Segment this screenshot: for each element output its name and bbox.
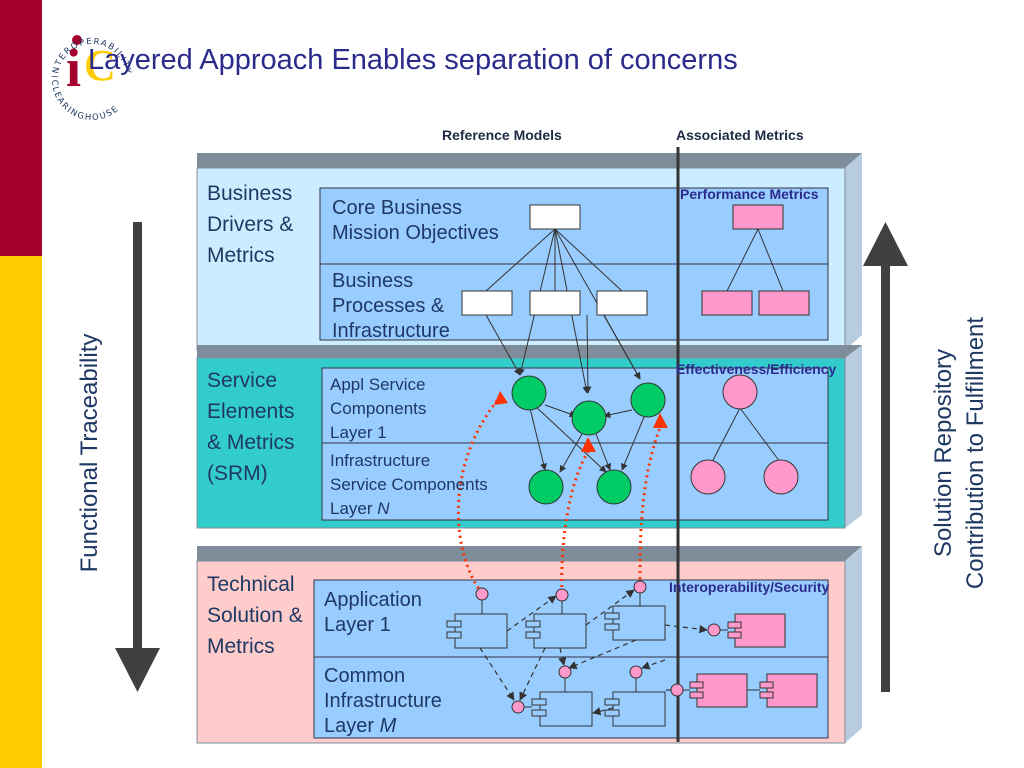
logo-letter-i: i [66, 38, 81, 98]
metric-box [758, 290, 810, 316]
sub-label-common-infra: Common Infrastructure Layer M [324, 665, 442, 737]
column-header-reference-models: Reference Models [442, 127, 562, 143]
metric-box [701, 290, 753, 316]
process-box [596, 290, 648, 316]
sub-label-appl-service: Appl Service Components Layer 1 [330, 375, 427, 442]
sub-label-infra-service: Infrastructure Service Components Layer … [330, 451, 488, 518]
service-tree [529, 404, 645, 473]
service-node [630, 382, 666, 418]
service-node [596, 469, 632, 505]
layer-label-service: Service Elements & Metrics (SRM) [207, 369, 295, 485]
mission-objective-box [529, 204, 581, 230]
side-text-functional-traceability: Functional Traceability [76, 333, 103, 573]
process-box [461, 290, 513, 316]
layer-label-business: Business Drivers & Metrics [207, 182, 294, 267]
efficiency-metrics-tree [711, 407, 781, 463]
technical-components [446, 580, 818, 727]
side-text-solution-repository: Solution Repository Contribution to Fulf… [930, 316, 989, 590]
metric-label-performance: Performance Metrics [680, 186, 819, 202]
process-box [529, 290, 581, 316]
brand-stripe-red [0, 0, 42, 256]
dependency-arrows [479, 589, 708, 716]
metric-node [690, 459, 726, 495]
logo-letter-c: C [84, 41, 116, 90]
brand-stripe-gold [0, 256, 42, 768]
functional-traceability-arrow [115, 222, 160, 692]
sub-label-core-business: Core Business Mission Objectives [332, 197, 499, 244]
sub-label-application: Application Layer 1 [324, 589, 422, 636]
column-header-associated-metrics: Associated Metrics [676, 127, 804, 143]
solution-repository-arrow [863, 222, 908, 692]
performance-metrics-tree [726, 228, 784, 292]
traceability-links [456, 396, 662, 594]
layer-label-technical: Technical Solution & Metrics [207, 573, 303, 658]
service-node [528, 469, 564, 505]
service-node [511, 375, 547, 411]
metric-node [763, 459, 799, 495]
metric-box [732, 204, 784, 230]
metric-label-effectiveness: Effectiveness/Efficiency [676, 361, 837, 377]
page-title: Layered Approach Enables separation of c… [88, 44, 738, 76]
service-node [571, 400, 607, 436]
metric-node [722, 374, 758, 410]
metric-label-interoperability: Interoperability/Security [669, 579, 830, 595]
sub-label-business-processes: Business Processes & Infrastructure [332, 270, 450, 342]
